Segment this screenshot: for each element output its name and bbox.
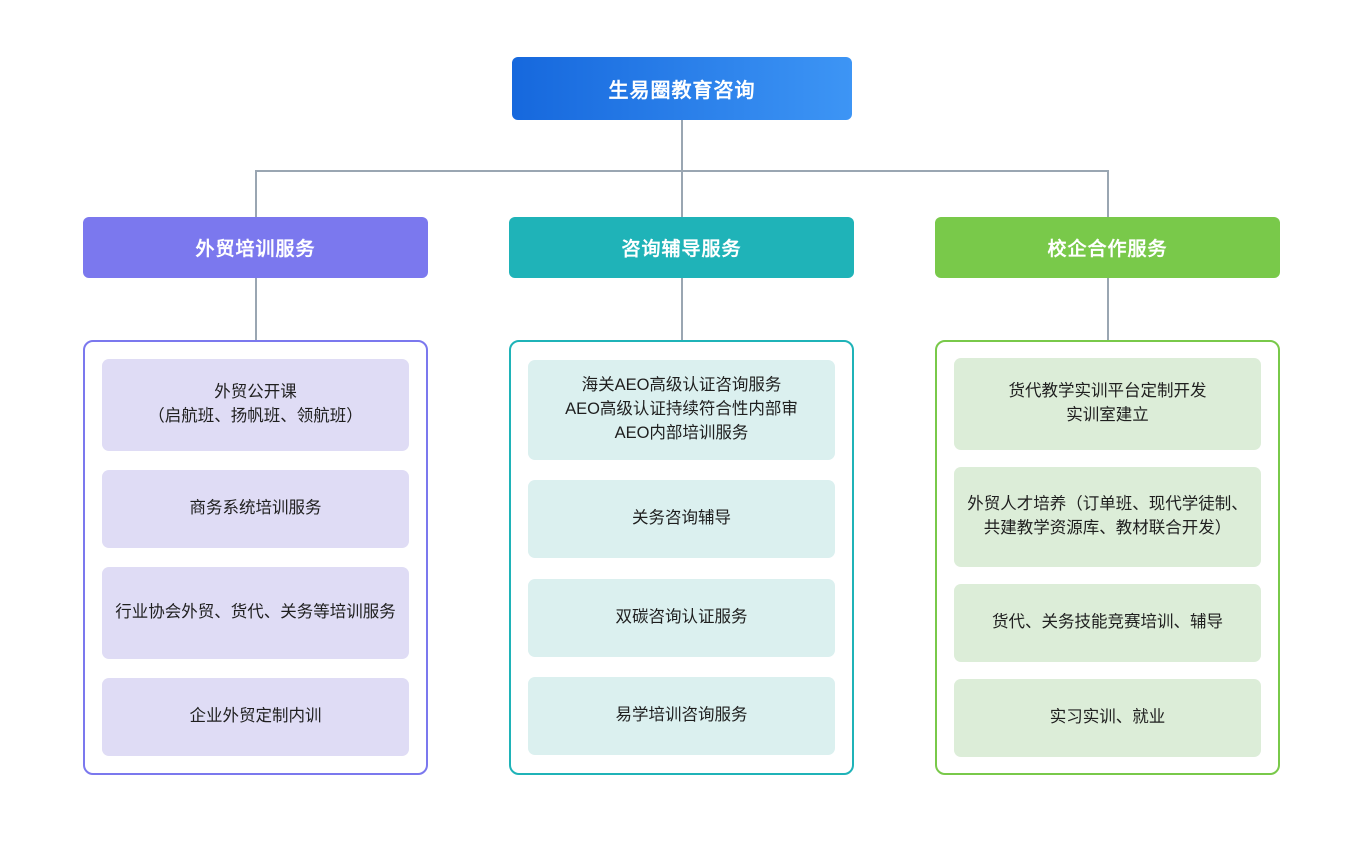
column-header-school-enterprise[interactable]: 校企合作服务: [935, 217, 1280, 278]
card-label: 货代、关务技能竞赛培训、辅导: [992, 612, 1223, 631]
column-training: 外贸培训服务 外贸公开课 （启航班、扬帆班、领航班） 商务系统培训服务 行业协会…: [83, 217, 428, 775]
card-label: 企业外贸定制内训: [189, 706, 322, 725]
card-container-school-enterprise: 货代教学实训平台定制开发 实训室建立 外贸人才培养（订单班、现代学徒制、共建教学…: [935, 340, 1280, 775]
connector-to-column-3: [1107, 170, 1109, 217]
root-node[interactable]: 生易圈教育咨询: [512, 57, 852, 120]
list-item[interactable]: 外贸公开课 （启航班、扬帆班、领航班）: [102, 359, 409, 452]
card-container-consulting: 海关AEO高级认证咨询服务 AEO高级认证持续符合性内部审 AEO内部培训服务 …: [509, 340, 854, 775]
list-item[interactable]: 货代教学实训平台定制开发 实训室建立: [954, 358, 1261, 451]
card-label: 双碳咨询认证服务: [615, 607, 748, 626]
column-header-label: 咨询辅导服务: [621, 239, 742, 260]
list-item[interactable]: 企业外贸定制内训: [102, 677, 409, 756]
list-item[interactable]: 货代、关务技能竞赛培训、辅导: [954, 583, 1261, 662]
column-header-label: 校企合作服务: [1047, 239, 1168, 260]
list-item[interactable]: 海关AEO高级认证咨询服务 AEO高级认证持续符合性内部审 AEO内部培训服务: [528, 360, 835, 461]
card-label: 商务系统培训服务: [189, 499, 322, 518]
column-header-consulting[interactable]: 咨询辅导服务: [509, 217, 854, 278]
card-label: 易学培训咨询服务: [615, 705, 748, 724]
list-item[interactable]: 商务系统培训服务: [102, 470, 409, 549]
card-label: 海关AEO高级认证咨询服务 AEO高级认证持续符合性内部审 AEO内部培训服务: [565, 376, 798, 443]
card-label: 行业协会外贸、货代、关务等培训服务: [115, 602, 396, 621]
card-label: 实习实训、就业: [1049, 707, 1166, 726]
list-item[interactable]: 双碳咨询认证服务: [528, 578, 835, 657]
list-item[interactable]: 外贸人才培养（订单班、现代学徒制、共建教学资源库、教材联合开发）: [954, 467, 1261, 568]
column-school-enterprise: 校企合作服务 货代教学实训平台定制开发 实训室建立 外贸人才培养（订单班、现代学…: [935, 217, 1280, 775]
list-item[interactable]: 实习实训、就业: [954, 678, 1261, 757]
card-label: 外贸公开课 （启航班、扬帆班、领航班）: [148, 383, 363, 426]
list-item[interactable]: 关务咨询辅导: [528, 480, 835, 559]
root-node-label: 生易圈教育咨询: [608, 80, 756, 102]
connector-column-2-to-cards: [681, 278, 683, 340]
connector-to-column-1: [255, 170, 257, 217]
list-item[interactable]: 易学培训咨询服务: [528, 676, 835, 755]
card-label: 关务咨询辅导: [632, 509, 731, 528]
column-header-label: 外贸培训服务: [195, 239, 316, 260]
list-item[interactable]: 行业协会外贸、货代、关务等培训服务: [102, 566, 409, 659]
connector-column-3-to-cards: [1107, 278, 1109, 340]
card-label: 货代教学实训平台定制开发 实训室建立: [1008, 382, 1207, 425]
column-header-training[interactable]: 外贸培训服务: [83, 217, 428, 278]
connector-to-column-2: [681, 170, 683, 217]
connector-column-1-to-cards: [255, 278, 257, 340]
column-consulting: 咨询辅导服务 海关AEO高级认证咨询服务 AEO高级认证持续符合性内部审 AEO…: [509, 217, 854, 775]
connector-root-vertical: [681, 120, 683, 171]
card-label: 外贸人才培养（订单班、现代学徒制、共建教学资源库、教材联合开发）: [967, 495, 1248, 538]
card-container-training: 外贸公开课 （启航班、扬帆班、领航班） 商务系统培训服务 行业协会外贸、货代、关…: [83, 340, 428, 775]
